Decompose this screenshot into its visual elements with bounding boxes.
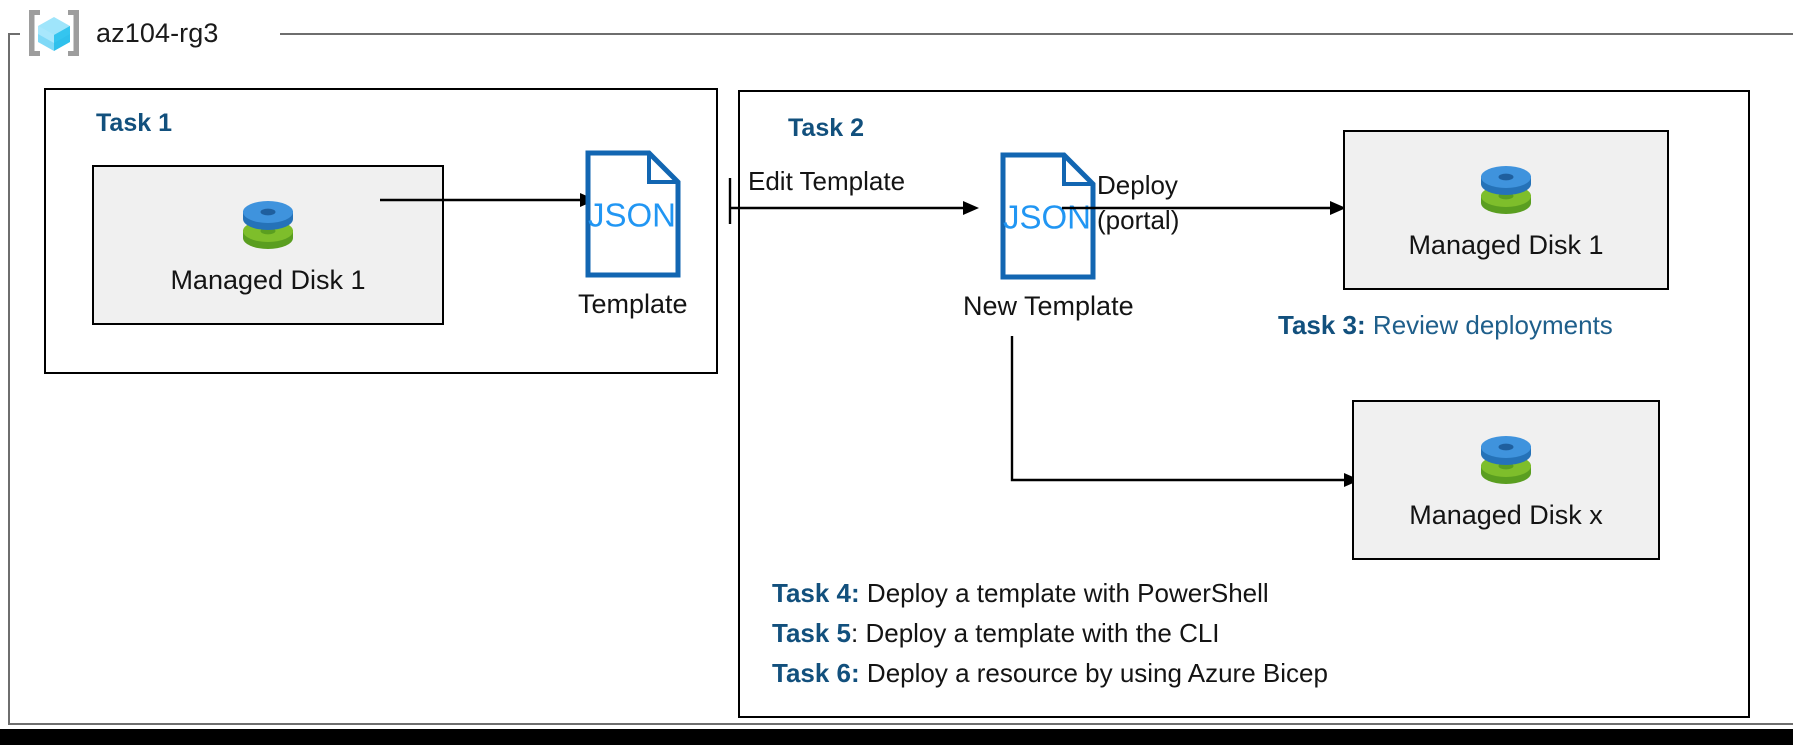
task-4-note: Task 4: Deploy a template with PowerShel… [772,578,1269,609]
json-document-icon: JSON [1000,152,1096,285]
task-2-heading: Task 2 [788,114,864,142]
connector-deploy-portal [1062,201,1346,215]
task-6-note: Task 6: Deploy a resource by using Azure… [772,658,1328,689]
task-5-tag: Task 5 [772,618,852,648]
template-caption: Template [578,289,688,319]
task-6-text: Deploy a resource by using Azure Bicep [859,658,1328,688]
task-4-text: Deploy a template with PowerShell [859,578,1269,608]
svg-text:JSON: JSON [588,197,676,234]
connector-edit-template [728,178,979,224]
svg-text:JSON: JSON [1003,199,1091,236]
resource-group-name: az104-rg3 [96,17,219,48]
managed-disk-icon [235,194,301,261]
resource-box-managed-disk-x: Managed Disk x [1352,400,1660,560]
task-1-heading: Task 1 [96,109,172,137]
task-5-text: : Deploy a template with the CLI [851,618,1220,648]
resource-box-managed-disk-1: Managed Disk 1 [92,165,444,325]
resource-group-container [8,33,1793,725]
bottom-strip [0,729,1793,745]
template-2-figure: JSON New Template [963,152,1134,322]
task-1-panel: Task 1 [44,88,718,374]
resource-label: Managed Disk 1 [1408,230,1604,260]
connector-disk-to-template [380,193,596,207]
task-4-tag: Task 4: [772,578,860,608]
resource-group-header: az104-rg3 [26,4,218,62]
edge-label-deploy: Deploy [1097,170,1178,200]
task-5-note: Task 5: Deploy a template with the CLI [772,618,1220,649]
template-caption: New Template [963,291,1134,321]
managed-disk-icon [1473,159,1539,226]
connector-deploy-to-managed-disk-x [1010,336,1360,487]
task-6-tag: Task 6: [772,658,860,688]
template-1-figure: JSON Template [578,150,688,320]
edge-label-deploy-portal: (portal) [1097,205,1180,235]
azure-resource-group-icon [26,7,82,59]
task-3-tag: Task 3: [1278,310,1366,340]
resource-label: Managed Disk x [1409,500,1603,530]
resource-box-managed-disk-1-deployed: Managed Disk 1 [1343,130,1669,290]
task-3-note: Task 3: Review deployments [1278,310,1613,341]
edge-label-edit-template: Edit Template [748,166,906,196]
resource-label: Managed Disk 1 [170,265,366,295]
task-2-panel: Task 2 [738,90,1750,718]
task-3-text: Review deployments [1365,310,1613,340]
json-document-icon: JSON [585,150,681,283]
managed-disk-icon [1473,429,1539,496]
